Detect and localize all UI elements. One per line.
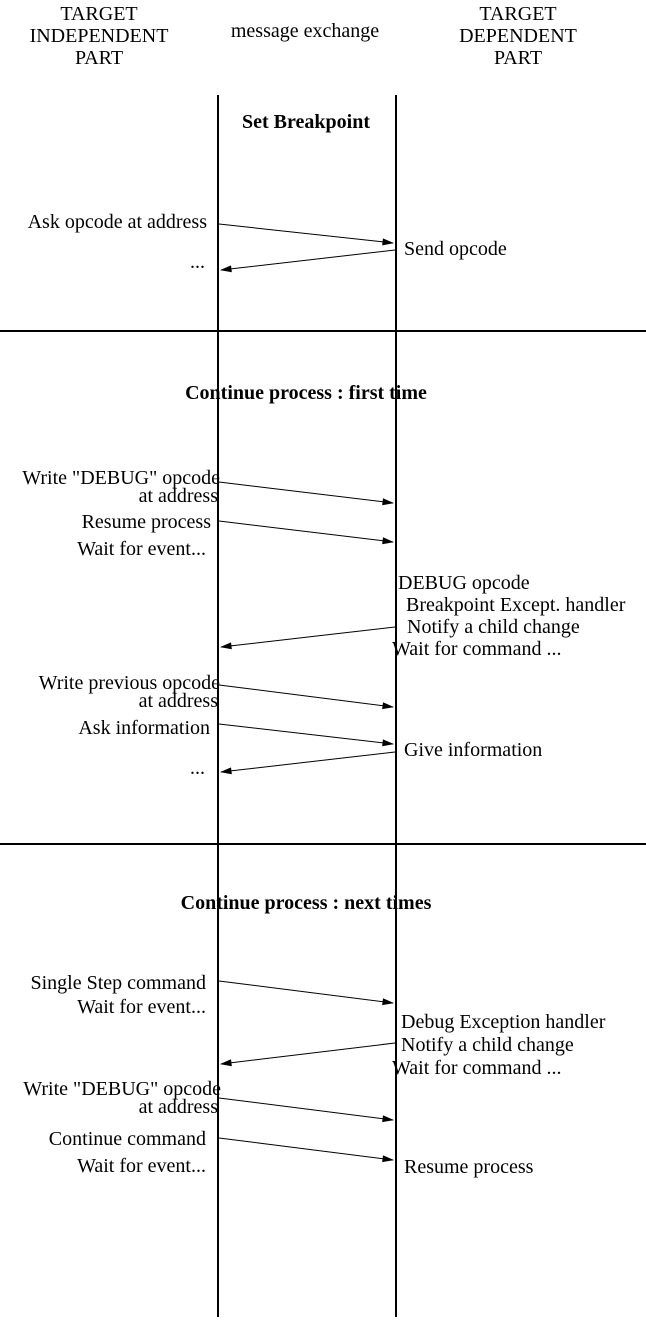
label-ellipsis: ... [190,251,205,273]
label-wait-for-event: Wait for event... [77,538,206,560]
header-line: PART [493,47,543,69]
header-line: TARGET [60,3,138,25]
label-write-previous-opcode: Write previous opcode [38,672,220,694]
label-at-address: at address [138,485,218,507]
message-arrow [220,751,396,775]
message-arrow [218,520,394,545]
message-arrow [218,1137,394,1163]
label-write-debug-opcode: Write "DEBUG" opcode [23,1078,221,1100]
message-arrow [218,980,394,1006]
message-arrow [218,481,394,506]
label-continue-command: Continue command [48,1128,206,1150]
label-single-step-command: Single Step command [30,972,206,994]
label-continue-process-first-time: Continue process : first time [185,382,427,404]
message-arrow [220,1042,396,1067]
label-resume-process: Resume process [404,1156,534,1178]
label-give-information: Give information [404,739,543,761]
target-independent-lifeline [217,95,219,1317]
label-at-address: at address [138,1096,218,1118]
label-wait-for-event: Wait for event... [77,996,206,1018]
label-continue-process-next-times: Continue process : next times [180,892,432,914]
label-ellipsis: ... [190,757,205,779]
label-at-address: at address [138,690,218,712]
label-wait-for-command: Wait for command ... [392,1057,562,1079]
message-arrow [218,223,394,246]
message-arrow [218,684,394,710]
header-line: INDEPENDENT [29,25,169,47]
label-wait-for-command: Wait for command ... [392,638,562,660]
header-line: PART [74,47,124,69]
header-target-independent-part: TARGET INDEPENDENT PART [30,3,169,69]
message-arrow [218,1097,394,1123]
label-resume-process: Resume process [81,511,211,533]
label-notify-a-child-change: Notify a child change [401,1034,574,1056]
label-write-debug-opcode: Write "DEBUG" opcode [22,467,220,489]
header-line: message exchange [230,20,380,42]
label-ask-information: Ask information [78,717,210,739]
section-separator [0,843,646,845]
target-dependent-lifeline [395,95,397,1317]
header-line: DEPENDENT [459,25,577,47]
label-debug-opcode: DEBUG opcode [398,572,530,594]
header-message-exchange: message exchange [231,20,379,42]
label-ask-opcode-at-address: Ask opcode at address [27,211,207,233]
label-notify-a-child-change: Notify a child change [407,616,580,638]
message-arrow [220,626,396,650]
header-line: TARGET [479,3,557,25]
message-arrow [220,249,396,273]
label-debug-exception-handler: Debug Exception handler [401,1011,606,1033]
label-send-opcode: Send opcode [404,238,507,260]
section-separator [0,330,646,332]
message-arrow [218,723,394,747]
label-breakpoint-except-handler: Breakpoint Except. handler [406,594,626,616]
label-wait-for-event: Wait for event... [77,1155,206,1177]
header-target-dependent-part: TARGET DEPENDENT PART [459,3,577,69]
label-set-breakpoint: Set Breakpoint [242,111,370,133]
